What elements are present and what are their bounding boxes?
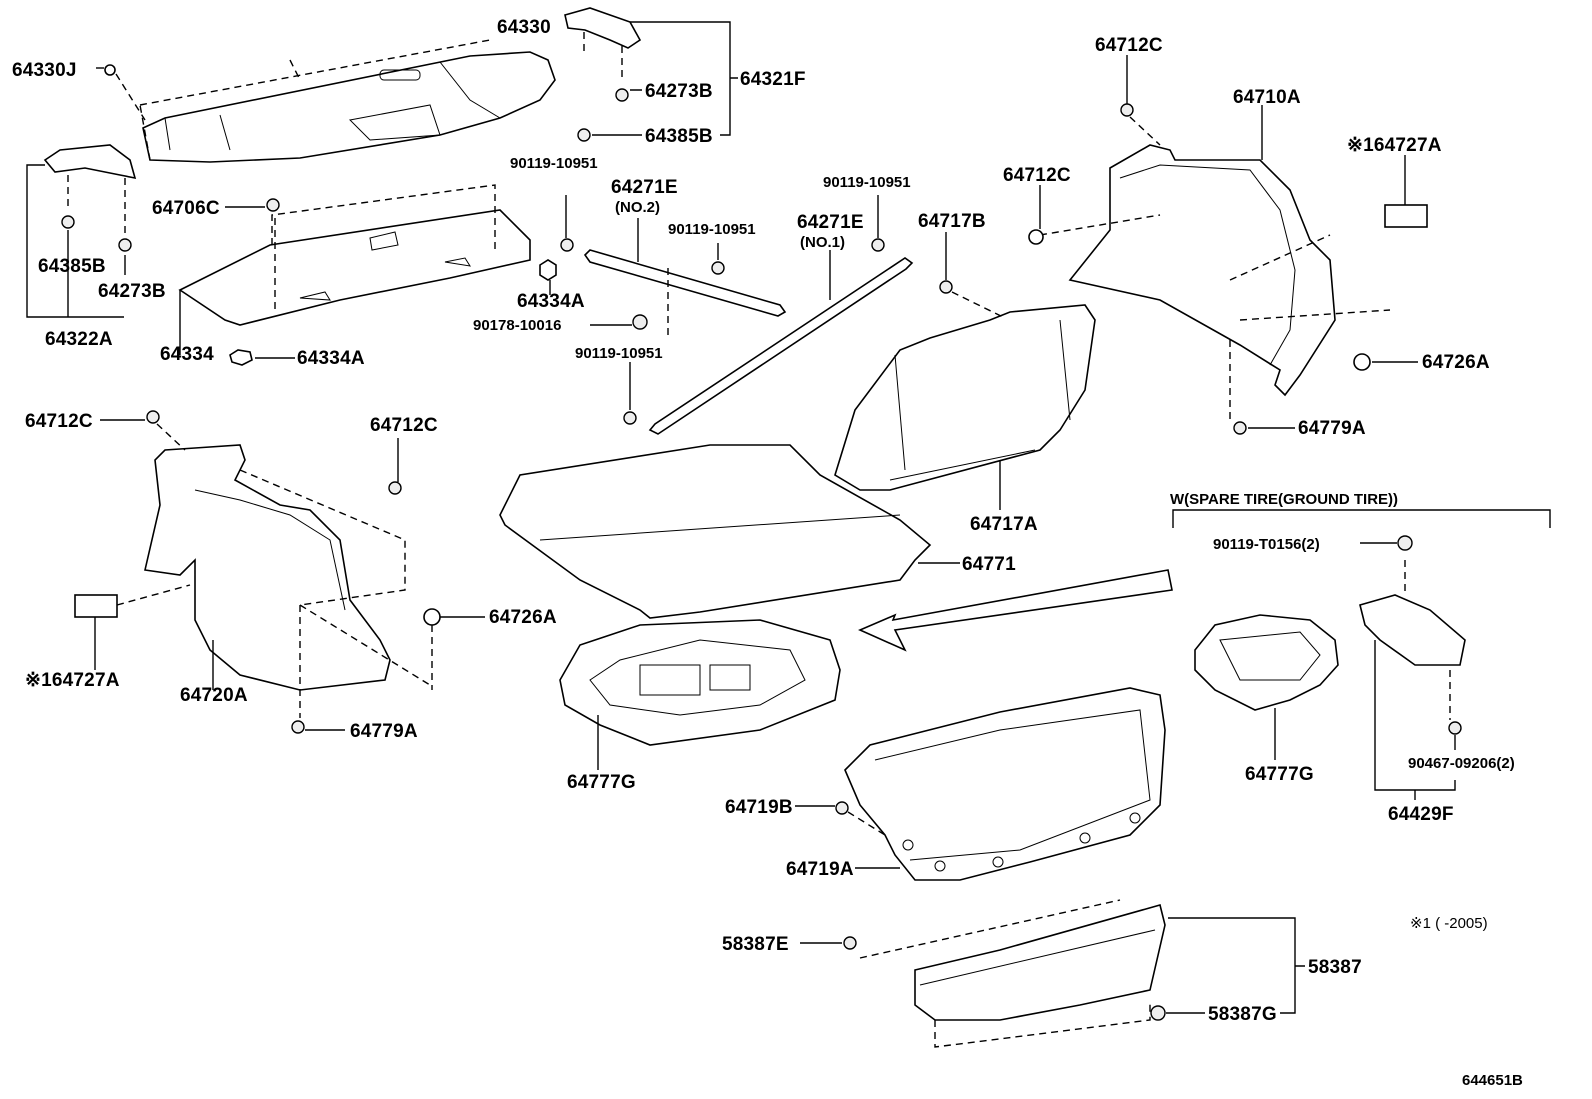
label-64273b-left: 64273B [98, 281, 166, 302]
label-64712c-l: 64712C [25, 411, 93, 432]
label-64777g-b: 64777G [1245, 764, 1314, 785]
trunk-mat-64771-part [499, 444, 960, 619]
label-64779a-l: 64779A [350, 721, 418, 742]
label-64779a-r: 64779A [1298, 418, 1366, 439]
label-64271e-b: 64271E [797, 212, 864, 233]
label-64712c-r: 64712C [1003, 165, 1071, 186]
label-64706c: 64706C [152, 198, 220, 219]
label-no2: (NO.2) [615, 199, 660, 216]
label-64717a: 64717A [970, 514, 1038, 535]
bracket-64322a-part [26, 144, 137, 318]
label-64726a-r: 64726A [1422, 352, 1490, 373]
spare-tire-header: W(SPARE TIRE(GROUND TIRE)) [1170, 491, 1398, 508]
label-64771: 64771 [962, 554, 1016, 575]
label-64777g-a: 64777G [567, 772, 636, 793]
label-64330j: 64330J [12, 60, 77, 81]
support-rod-no2-part [560, 195, 787, 340]
label-64726a-l: 64726A [489, 607, 557, 628]
label-90119-10951-c: 90119-10951 [575, 345, 663, 362]
footnote: ※1 ( -2005) [1410, 915, 1488, 932]
trunk-trim-64717a-part [834, 232, 1096, 510]
spare-tire-group [1172, 509, 1551, 800]
bracket-64321f-part [564, 7, 738, 142]
label-90119-10951-d: 90119-10951 [823, 174, 911, 191]
label-no1: (NO.1) [800, 234, 845, 251]
label-58387: 58387 [1308, 957, 1362, 978]
lid-trim-64719a-part [795, 687, 1166, 881]
label-64717b: 64717B [918, 211, 986, 232]
label-64271e-a: 64271E [611, 177, 678, 198]
label-64273b-top: 64273B [645, 81, 713, 102]
label-64720a: 64720A [180, 685, 248, 706]
label-64719b: 64719B [725, 797, 793, 818]
label-64727a-l: ※164727A [25, 670, 120, 691]
screw-64330j-icon [96, 64, 146, 121]
label-64727a-r: ※164727A [1347, 135, 1442, 156]
direction-arrow-icon [858, 569, 1173, 652]
support-rod-no1-part [623, 195, 914, 435]
label-64429f: 64429F [1388, 804, 1454, 825]
sill-plate-58387-part [800, 899, 1305, 1048]
label-90119-10951-a: 90119-10951 [510, 155, 598, 172]
package-tray-part [139, 39, 556, 163]
label-64385b-top: 64385B [645, 126, 713, 147]
label-64322a: 64322A [45, 329, 113, 350]
label-90178-10016: 90178-10016 [473, 317, 561, 334]
label-90119-t0156: 90119-T0156(2) [1213, 536, 1320, 553]
tool-tray-left-64777g-part [559, 619, 841, 770]
label-64712c-m: 64712C [370, 415, 438, 436]
side-trim-right-64710a-part [1028, 55, 1428, 435]
label-64710a: 64710A [1233, 87, 1301, 108]
label-64330: 64330 [497, 17, 551, 38]
label-64385b-left: 64385B [38, 256, 106, 277]
diagram-id: 644651B [1462, 1072, 1523, 1089]
label-58387e: 58387E [722, 934, 789, 955]
floor-board-64334-part [178, 184, 557, 366]
label-64321f: 64321F [740, 69, 806, 90]
label-64712c-tr: 64712C [1095, 35, 1163, 56]
label-90119-10951-b: 90119-10951 [668, 221, 756, 238]
label-64334a-b: 64334A [297, 348, 365, 369]
label-90467-09206: 90467-09206(2) [1408, 755, 1515, 772]
side-trim-left-64720a-part [74, 410, 485, 734]
label-58387g: 58387G [1208, 1004, 1277, 1025]
label-64334: 64334 [160, 344, 214, 365]
label-64719a: 64719A [786, 859, 854, 880]
label-64334a-a: 64334A [517, 291, 585, 312]
